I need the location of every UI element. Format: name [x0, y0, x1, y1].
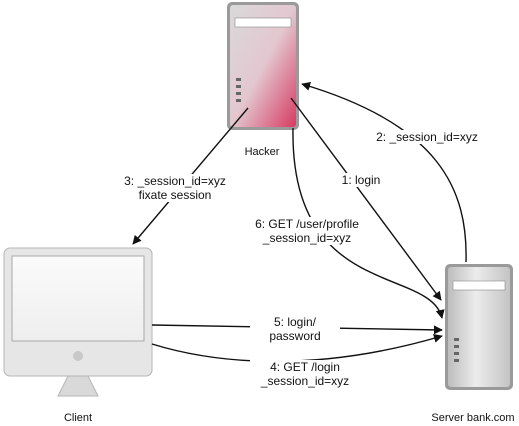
- server-node-icon: [445, 264, 513, 390]
- client-node-label: Client: [63, 412, 93, 424]
- edge-step3-label-line1: 3: _session_id=xyz: [124, 174, 226, 188]
- edge-step4-label-line1: 4: GET /login: [270, 360, 340, 374]
- edge-step5-label-line1: 5: login/: [273, 315, 317, 329]
- edge-step6-label-line1: 6: GET /user/profile: [255, 217, 359, 231]
- hacker-node-icon: [227, 2, 299, 130]
- edge-step1-label: 1: login: [326, 173, 396, 187]
- edge-step3-label: 3: _session_id=xyz fixate session: [112, 174, 238, 202]
- client-node-icon: [3, 247, 153, 397]
- edge-step3-label-line2: fixate session: [138, 188, 212, 202]
- edge-step4-label: 4: GET /login _session_id=xyz: [250, 360, 360, 388]
- edge-step6-label-line2: _session_id=xyz: [262, 231, 352, 245]
- edge-step1-label-line: 1: login: [341, 173, 381, 187]
- edge-step5-label-line2: password: [269, 329, 321, 343]
- edge-step6-arrow: [292, 127, 445, 319]
- edge-step5-label: 5: login/ password: [250, 315, 340, 343]
- edge-step2-label-line: 2: _session_id=xyz: [376, 130, 478, 144]
- edge-step2-label: 2: _session_id=xyz: [370, 130, 484, 144]
- hacker-node-label: Hacker: [244, 146, 280, 158]
- edge-step1-arrow: [290, 97, 442, 301]
- edge-step4-label-line2: _session_id=xyz: [260, 374, 350, 388]
- edge-step6-label: 6: GET /user/profile _session_id=xyz: [240, 217, 374, 245]
- edge-step2-arrow: [301, 81, 467, 263]
- server-node-label: Server bank.com: [431, 412, 515, 424]
